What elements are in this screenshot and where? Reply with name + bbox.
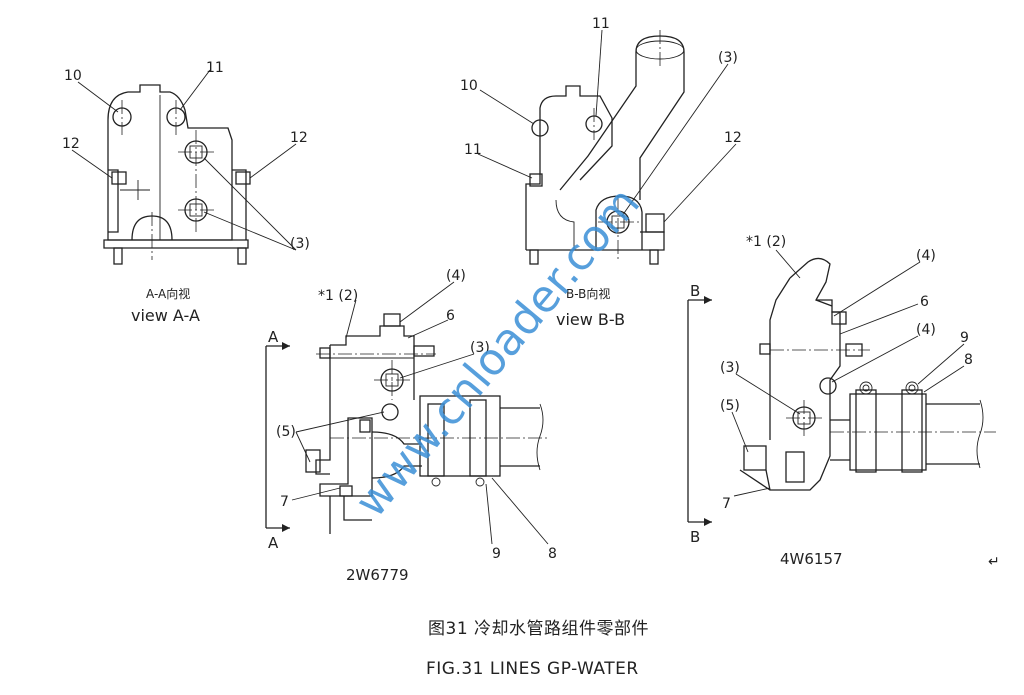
callout-2w-3: (3) (470, 340, 490, 356)
part-number-2w6779: 2W6779 (346, 566, 409, 584)
callout-b-12: 12 (724, 130, 742, 146)
callout-4w-4-mid: (4) (916, 322, 936, 338)
callout-2w-9: 9 (492, 546, 501, 562)
callout-a-12-right: 12 (290, 130, 308, 146)
callout-a-11: 11 (206, 60, 224, 76)
view-b-label-cn: B-B向视 (566, 286, 610, 301)
callout-4w-4-top: (4) (916, 248, 936, 264)
section-mark-a-top: A (268, 328, 279, 346)
watermark: www.cnloader.com (345, 178, 650, 527)
callout-4w-2: *1 (2) (746, 234, 786, 250)
callout-4w-6: 6 (920, 294, 929, 310)
callout-b-10: 10 (460, 78, 478, 94)
view-a-label-cn: A-A向视 (146, 286, 190, 301)
view-a-label-en: view A-A (131, 306, 200, 325)
callout-b-11-left: 11 (464, 142, 482, 158)
assembly-2w6779-drawing (265, 281, 549, 545)
callout-4w-7: 7 (722, 496, 731, 512)
part-number-4w6157: 4W6157 (780, 550, 843, 568)
callout-b-3: (3) (718, 50, 738, 66)
callout-2w-2: *1 (2) (318, 288, 358, 304)
callout-4w-5: (5) (720, 398, 740, 414)
figure-caption-en: FIG.31 LINES GP-WATER (426, 659, 639, 679)
callout-4w-8: 8 (964, 352, 973, 368)
callout-2w-5: (5) (276, 424, 296, 440)
section-mark-a-bottom: A (268, 534, 279, 552)
callout-2w-6: 6 (446, 308, 455, 324)
callout-2w-7: 7 (280, 494, 289, 510)
view-b-label-en: view B-B (556, 310, 625, 329)
callout-a-3: (3) (290, 236, 310, 252)
callout-a-12-left: 12 (62, 136, 80, 152)
callout-4w-9: 9 (960, 330, 969, 346)
assembly-4w6157-drawing (687, 249, 996, 526)
callout-2w-4: (4) (446, 268, 466, 284)
callout-b-11-top: 11 (592, 16, 610, 32)
figure-caption-cn: 图31 冷却水管路组件零部件 (428, 619, 649, 639)
return-mark: ↵ (988, 554, 1000, 570)
callout-4w-3: (3) (720, 360, 740, 376)
view-a-drawing (71, 69, 297, 265)
view-b-drawing (477, 29, 737, 265)
section-mark-b-top: B (690, 282, 700, 300)
section-mark-b-bottom: B (690, 528, 700, 546)
callout-a-10: 10 (64, 68, 82, 84)
callout-2w-8: 8 (548, 546, 557, 562)
